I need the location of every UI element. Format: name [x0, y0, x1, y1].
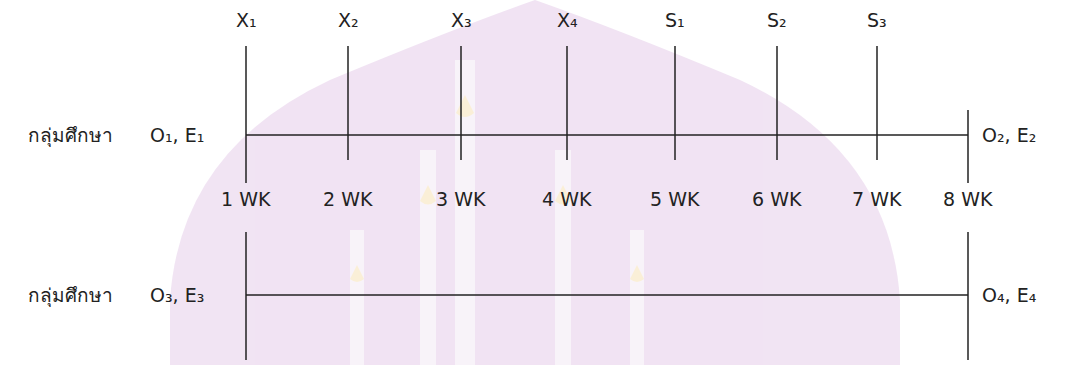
- session-label: S₃: [867, 9, 887, 32]
- watermark: [170, 0, 900, 365]
- week-label: 7 WK: [852, 188, 901, 211]
- week-label: 1 WK: [221, 188, 270, 211]
- session-label: S₂: [767, 9, 787, 32]
- session-label: S₁: [665, 9, 685, 32]
- group-label: O₁, E₁: [150, 124, 204, 147]
- group-label: O₄, E₄: [982, 284, 1036, 307]
- week-label: 6 WK: [752, 188, 801, 211]
- session-label: X₄: [557, 9, 578, 32]
- week-label: 2 WK: [323, 188, 372, 211]
- group-label: กลุ่มศึกษา: [28, 284, 113, 307]
- session-label: X₃: [451, 9, 472, 32]
- week-label: 5 WK: [650, 188, 699, 211]
- group-label: O₃, E₃: [150, 284, 204, 307]
- timeline-lines: [246, 46, 968, 360]
- session-label: X₁: [236, 9, 257, 32]
- group-label: O₂, E₂: [982, 124, 1036, 147]
- week-label: 8 WK: [943, 188, 992, 211]
- session-label: X₂: [338, 9, 359, 32]
- week-label: 3 WK: [436, 188, 485, 211]
- group-label: กลุ่มศึกษา: [28, 124, 113, 147]
- week-label: 4 WK: [542, 188, 591, 211]
